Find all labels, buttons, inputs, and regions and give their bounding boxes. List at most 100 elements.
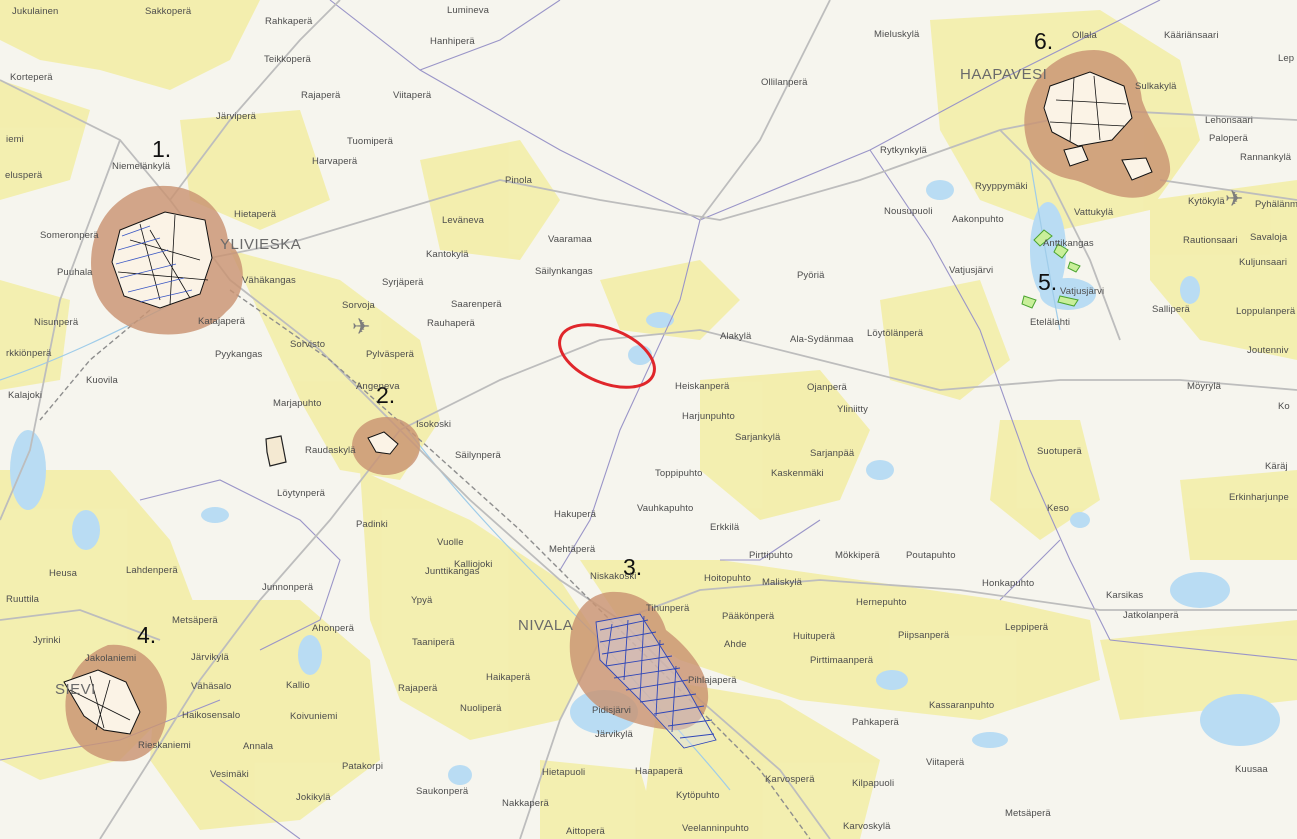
place-label: Tihunperä (646, 603, 690, 614)
place-label: Ahde (724, 639, 747, 650)
place-label: Vesimäki (210, 769, 249, 780)
place-label: Koivuniemi (290, 711, 338, 722)
place-label: Aittoperä (566, 826, 605, 837)
place-label: Ruuttila (6, 594, 40, 605)
place-label: Pinola (505, 175, 533, 186)
place-label: Pirttimaanperä (810, 655, 874, 666)
place-label: Löytynperä (277, 488, 326, 499)
place-label: Suotuperä (1037, 446, 1082, 457)
place-label: Leväneva (442, 215, 485, 226)
place-label: Saarenperä (451, 299, 502, 310)
place-label: Annala (243, 741, 274, 752)
place-label: Niskakoski (590, 571, 637, 582)
place-label: Lehonsaari (1205, 115, 1254, 126)
town-label-ylivieska: YLIVIESKA (220, 236, 302, 253)
place-label: Kääriänsaari (1164, 30, 1219, 41)
place-label: Salliperä (1152, 304, 1190, 315)
town-label-nivala: NIVALA (518, 617, 574, 634)
place-label: Ypyä (411, 595, 433, 606)
place-label: Pääkönperä (722, 611, 775, 622)
place-label: Lumineva (447, 5, 489, 16)
place-label: Piipsanperä (898, 630, 950, 641)
place-label: Puuhala (57, 267, 93, 278)
place-label: Jatkolanperä (1123, 610, 1179, 621)
place-label: Hanhiperä (430, 36, 475, 47)
place-label: Rautionsaari (1183, 235, 1238, 246)
place-label: Metsäperä (1005, 808, 1051, 819)
place-label: Pihlajaperä (688, 675, 737, 686)
place-label: Padinki (356, 519, 388, 530)
place-label: Pyöriä (797, 270, 825, 281)
airplane-icon: ✈ (352, 314, 371, 339)
place-label: Ala-Sydänmaa (790, 334, 854, 345)
place-label: Teikkoperä (264, 54, 311, 65)
town-label-sievi: SIEVI (55, 681, 96, 698)
place-label: Ojanperä (807, 382, 847, 393)
place-label: Kalajoki (8, 390, 43, 401)
place-label: Hietaperä (234, 209, 277, 220)
place-label: Rauhaperä (427, 318, 475, 329)
place-label: Kilpapuoli (852, 778, 895, 789)
place-label: Sorvoja (342, 300, 375, 311)
place-label: Haikosensalo (182, 710, 241, 721)
place-label: Pirttipuhto (749, 550, 793, 561)
place-label: Nakkaperä (502, 798, 549, 809)
place-label: Aakonpuhto (952, 214, 1004, 225)
place-label: Harvaperä (312, 156, 358, 167)
water-bodies (10, 180, 1280, 785)
place-label: Ko (1278, 401, 1290, 412)
place-label: Järvikylä (191, 652, 229, 663)
place-label: Marjapuhto (273, 398, 322, 409)
place-label: Rajaperä (398, 683, 438, 694)
place-label: Kallio (286, 680, 310, 691)
zone-parcel-lines (69, 75, 1127, 731)
place-label: Haikaperä (486, 672, 531, 683)
place-label: Järvikylä (595, 729, 633, 740)
place-label: Karvoskylä (843, 821, 891, 832)
place-label: Nousupuoli (884, 206, 933, 217)
place-label: Ollilanperä (761, 77, 808, 88)
place-label: Paloperä (1209, 133, 1248, 144)
zone-marker-5: 5. (1038, 269, 1058, 295)
place-label: Saukonperä (416, 786, 469, 797)
place-label: Vattukylä (1074, 207, 1114, 218)
place-label: Anttikangas (1043, 238, 1094, 249)
place-label: Joutenniv (1247, 345, 1289, 356)
place-label: Heusa (49, 568, 77, 579)
place-label: Säilynperä (455, 450, 501, 461)
place-label: Rytkynkylä (880, 145, 927, 156)
place-label: Taaniperä (412, 637, 455, 648)
place-label: Sorvisto (290, 339, 326, 350)
place-label: Nuoliperä (460, 703, 502, 714)
zone-1-hatch (115, 225, 193, 303)
place-label: Alakylä (720, 331, 752, 342)
place-label: Käräj (1265, 461, 1288, 472)
zone-marker-1: 1. (152, 136, 172, 162)
place-label: Karsikas (1106, 590, 1144, 601)
place-label: Hoitopuhto (704, 573, 751, 584)
place-label: Kantokylä (426, 249, 469, 260)
place-label: Kytöpuhto (676, 790, 720, 801)
place-label: Mieluskylä (874, 29, 920, 40)
zone-3-hatch (595, 613, 717, 749)
place-label: Kassaranpuhto (929, 700, 995, 711)
place-label: Rieskaniemi (138, 740, 191, 751)
place-label: Kuljunsaari (1239, 257, 1288, 268)
place-label: Rajaperä (301, 90, 341, 101)
place-label: Loppulanperä (1236, 306, 1296, 317)
place-label: Etelälahti (1030, 317, 1071, 328)
place-label: Hietapuoli (542, 767, 586, 778)
zone-marker-3: 3. (623, 554, 643, 580)
place-label: Someronperä (40, 230, 99, 241)
place-label: Syrjäperä (382, 277, 424, 288)
place-label: Honkapuhto (982, 578, 1035, 589)
place-label: Nisunperä (34, 317, 79, 328)
place-label: Lep (1278, 53, 1295, 64)
place-label: Poutapuhto (906, 550, 956, 561)
place-label: Vatjusjärvi (949, 265, 994, 276)
highlight-ellipse (558, 323, 656, 389)
place-label: Maliskylä (762, 577, 802, 588)
